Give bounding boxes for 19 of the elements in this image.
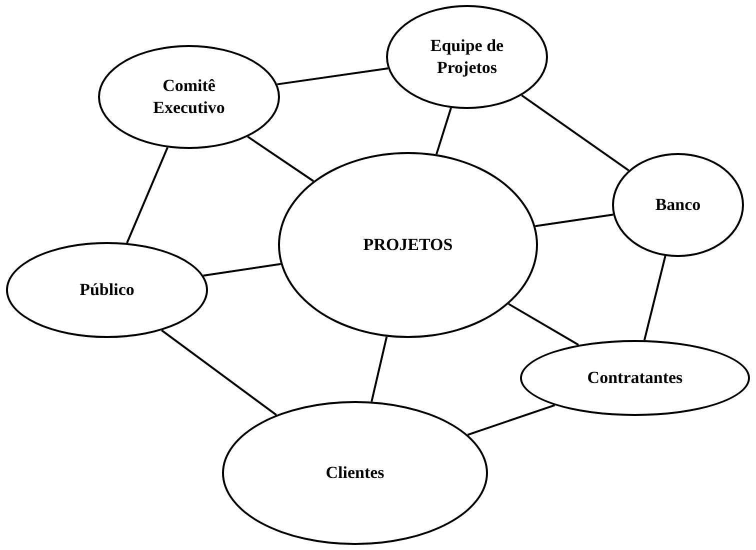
connector-line [436,108,452,155]
node-label: Clientes [326,462,384,484]
connector-line [247,136,314,182]
connector-line [277,67,388,86]
connector-line [467,404,556,436]
connector-line [508,303,580,346]
connector-line [643,256,666,340]
node-label: Contratantes [587,366,683,389]
node-label: Público [80,278,134,301]
connector-line [161,330,277,416]
connector-line [126,147,168,244]
node-label: Banco [655,194,701,216]
node-label: Comitê Executivo [152,74,226,119]
connector-line [521,94,630,172]
connector-line [370,336,388,402]
connector-line [203,263,281,277]
node-label: PROJETOS [363,234,453,256]
node-label: Equipe de Projetos [429,34,505,79]
connector-line [535,214,614,228]
